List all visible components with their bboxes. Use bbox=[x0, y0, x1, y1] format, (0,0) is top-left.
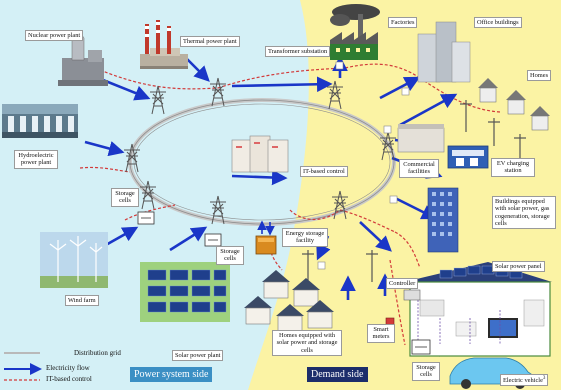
controller-device bbox=[403, 289, 421, 301]
label-controller: Controller bbox=[386, 278, 419, 290]
storage-cells-left-icon bbox=[137, 211, 155, 225]
storage-cells-bottom-icon bbox=[411, 339, 431, 355]
solar-plant-illustration bbox=[140, 262, 230, 322]
label-wind-farm: Wind farm bbox=[65, 295, 99, 307]
meter-nodes bbox=[317, 61, 410, 270]
label-energy-storage-facility: Energy storage facility bbox=[282, 228, 328, 247]
smart-home-illustration bbox=[404, 262, 552, 357]
legend-electricity-flow: Electricity flow bbox=[46, 364, 90, 372]
it-control-servers bbox=[231, 135, 289, 173]
label-storage-cells-bottom: Storage cells bbox=[412, 362, 440, 381]
utility-poles bbox=[302, 100, 526, 282]
label-solar-power-plant: Solar power plant bbox=[172, 350, 224, 362]
label-homes-equipped: Homes equipped with solar power and stor… bbox=[272, 330, 342, 357]
wind-farm-illustration bbox=[40, 232, 108, 288]
label-smart-meters: Smart meters bbox=[367, 324, 395, 343]
legend-it-control: IT-based control bbox=[46, 375, 92, 383]
transmission-towers bbox=[124, 77, 396, 225]
label-ev-charging-station: EV charging station bbox=[491, 158, 535, 177]
label-factories: Factories bbox=[388, 17, 418, 29]
label-storage-cells-mid: Storage cells bbox=[216, 246, 244, 265]
label-hydroelectric-plant: Hydroelectric power plant bbox=[14, 150, 58, 169]
solar-homes-illustration bbox=[244, 270, 334, 333]
thermal-plant-illustration bbox=[140, 20, 188, 69]
label-solar-power-panel: Solar power panel bbox=[492, 261, 545, 273]
label-homes: Homes bbox=[527, 70, 552, 82]
label-storage-cells-left: Storage cells bbox=[111, 188, 139, 207]
hydroelectric-illustration bbox=[2, 104, 78, 138]
ev-charging-illustration bbox=[447, 145, 489, 169]
label-thermal-plant: Thermal power plant bbox=[180, 36, 240, 48]
label-buildings-equipped: Buildings equipped with solar power, gas… bbox=[492, 196, 556, 230]
power-side-background bbox=[0, 0, 309, 390]
label-electric-vehicle: Electric vehicle3 bbox=[500, 374, 549, 387]
legend-distribution-grid: Distribution grid bbox=[74, 349, 121, 357]
label-nuclear-plant: Nuclear power plant bbox=[25, 30, 84, 42]
commercial-facilities-illustration bbox=[397, 124, 445, 153]
footnote-marker: 3 bbox=[542, 376, 546, 381]
factories-illustration bbox=[330, 4, 380, 60]
label-transformer-substation: Transformer substation bbox=[265, 46, 331, 58]
demand-side-label: Demand side bbox=[307, 367, 368, 382]
homes-illustration bbox=[478, 78, 550, 131]
label-commercial-facilities: Commercial facilities bbox=[399, 159, 439, 178]
energy-storage-box bbox=[255, 235, 277, 255]
legend bbox=[4, 352, 42, 381]
power-system-side-label: Power system side bbox=[130, 367, 213, 382]
office-buildings-illustration bbox=[417, 21, 471, 83]
label-office-buildings: Office buildings bbox=[474, 17, 522, 29]
storage-cells-mid-icon bbox=[204, 233, 222, 247]
label-it-based-control: IT-based control bbox=[300, 166, 348, 178]
equipped-building-illustration bbox=[427, 187, 459, 253]
